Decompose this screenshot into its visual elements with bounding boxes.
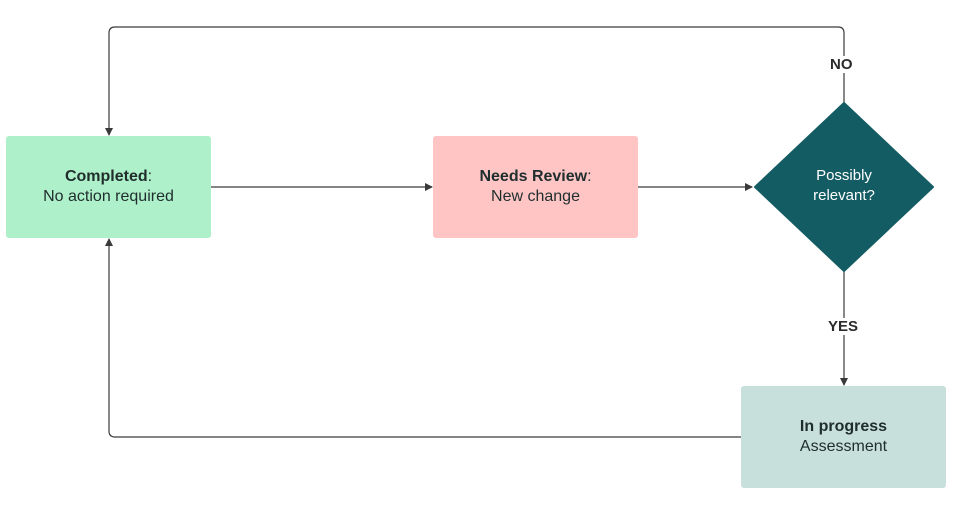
- edge-label-no: NO: [826, 56, 857, 73]
- edge-progress-to-completed: [105, 238, 741, 438]
- node-needs-review-sep: :: [587, 168, 592, 185]
- node-completed: Completed: No action required: [6, 136, 211, 238]
- node-completed-title: Completed: [64, 168, 148, 185]
- node-completed-sep: :: [147, 168, 153, 185]
- node-completed-subtitle: No action required: [43, 188, 174, 205]
- edge-label-yes: YES: [824, 318, 863, 335]
- decision-label: Possibly relevant?: [764, 166, 924, 206]
- node-needs-review-subtitle: New change: [491, 188, 580, 205]
- decision-label-line1: Possibly: [816, 167, 872, 184]
- node-in-progress-title: In progress: [799, 418, 888, 435]
- node-in-progress: In progress Assessment: [741, 386, 946, 488]
- node-in-progress-subtitle: Assessment: [799, 438, 888, 455]
- node-needs-review: Needs Review: New change: [433, 136, 638, 238]
- decision-label-line2: relevant?: [813, 187, 875, 204]
- node-needs-review-title: Needs Review: [479, 168, 588, 185]
- edge-decision-no-to-completed: [105, 26, 845, 136]
- decision-diamond: [754, 102, 934, 272]
